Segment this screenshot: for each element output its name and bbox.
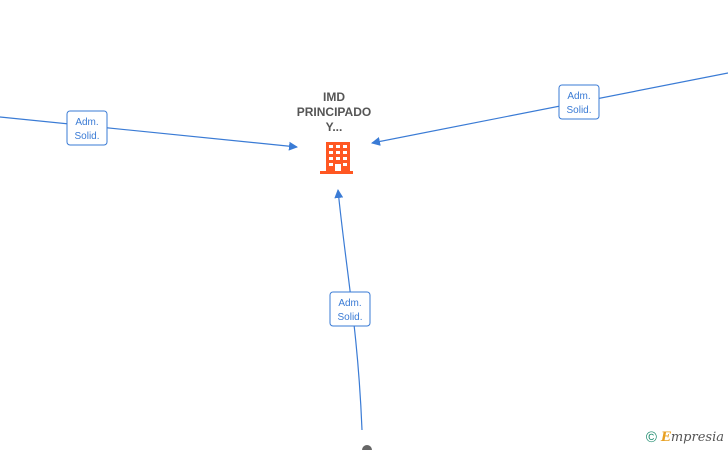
copyright-icon: © <box>645 429 657 446</box>
relation-label-role: Adm. <box>338 298 361 309</box>
relation-edge-bottom[interactable]: Adm. Solid. <box>329 189 372 450</box>
relation-edge-right[interactable]: Adm. Solid. <box>371 72 728 146</box>
relation-label-type: Solid. <box>337 312 362 323</box>
relation-label-type: Solid. <box>74 131 99 142</box>
relation-label-role: Adm. <box>75 117 98 128</box>
building-icon[interactable] <box>320 142 353 174</box>
company-name-line: IMD <box>323 90 345 104</box>
relation-edge-left[interactable]: Adm. Solid. <box>0 110 298 151</box>
company-name-line: PRINCIPADO <box>296 105 372 119</box>
brand-logo: Empresia <box>660 430 724 445</box>
relation-label-type: Solid. <box>566 105 591 116</box>
person-node-partial[interactable] <box>362 445 372 450</box>
relation-label-role: Adm. <box>567 91 590 102</box>
watermark: © Empresia <box>646 429 724 446</box>
company-name-line: Y... <box>325 120 343 134</box>
company-name[interactable]: IMD PRINCIPADO Y... <box>274 90 394 135</box>
